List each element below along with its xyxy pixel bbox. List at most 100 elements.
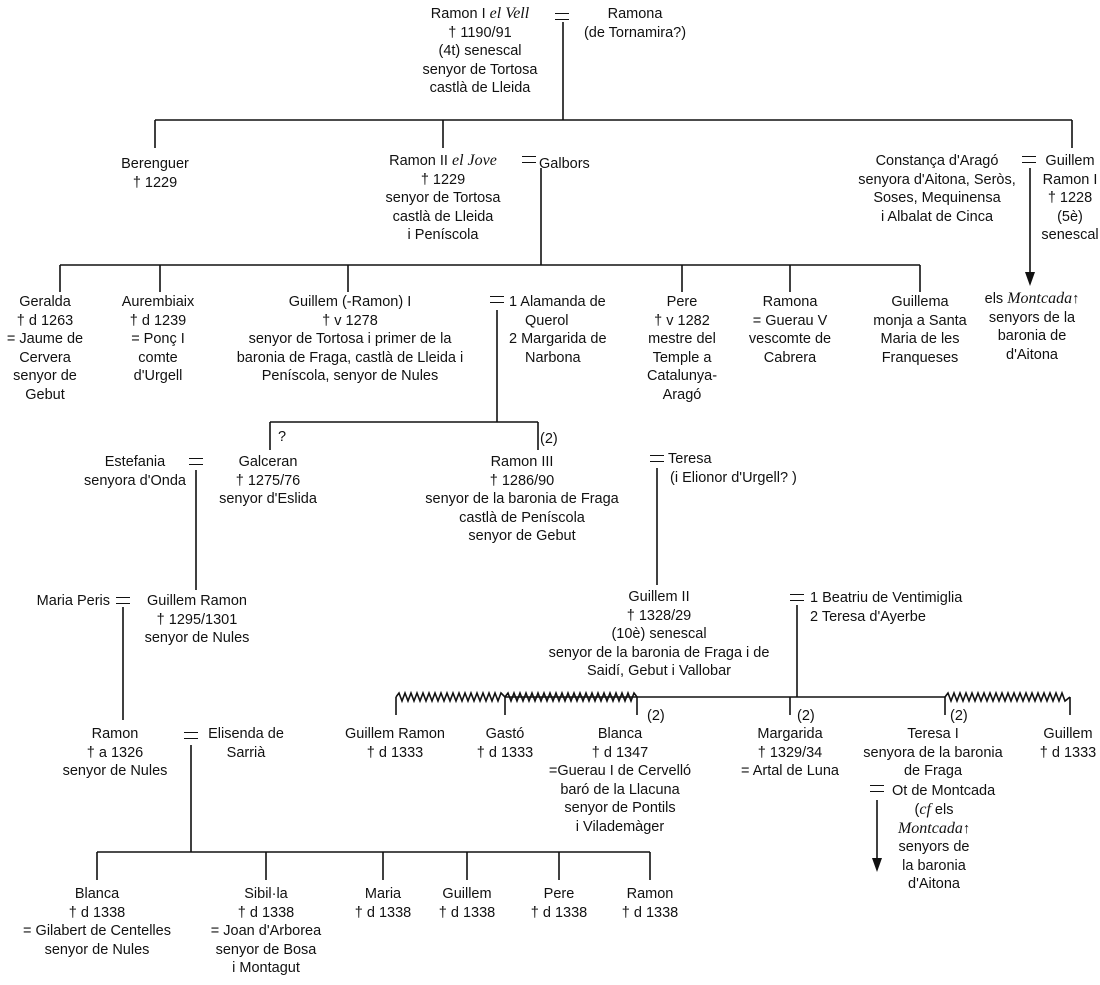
title-line: Aragó [662,386,702,403]
title-line: baronia de Fraga, castlà de Lleida i [236,349,464,366]
lineage-prefix: els [930,802,954,818]
person-name: Ramona [607,6,663,22]
lineage-montcada: els Montcada↑ senyors de la baronia de d… [972,290,1092,364]
person-galbors: Galbors [539,155,590,174]
person-name: Berenguer [121,156,189,172]
lineage-title: els Montcada↑ [972,290,1092,309]
person-name: Pere [666,294,698,310]
title-line: senyora d'Onda [84,472,186,489]
person-name: Sibil·la [244,886,288,902]
marriage-sign [790,594,804,601]
cf-abbrev: cf [919,801,931,818]
person-margarida: Margarida † 1329/34 = Artal de Luna [725,725,855,781]
person-name: Gastó [485,726,525,742]
person-pere: Pere † v 1282 mestre del Temple a Catalu… [632,293,732,404]
title-line: castlà de Peníscola [459,509,585,526]
person-name: Ramona [762,294,818,310]
death-date: † d 1263 [16,312,74,329]
title-line: d'Urgell [133,368,183,384]
person-ramon3: Ramon † d 1338 [602,885,698,922]
death-date: † 1190/91 [448,24,512,41]
person-name: Ramon I el Vell [405,5,555,24]
death-date: † v 1278 [322,312,378,329]
marriage-sign [522,156,536,163]
wife-line: Narbona [525,349,581,366]
name-text: Ramon II [389,153,448,169]
death-date: † d 1333 [366,744,424,761]
title-line: Cabrera [763,349,817,366]
death-date: † d 1338 [237,904,295,921]
wives-list-2: 1 Beatriu de Ventimiglia 2 Teresa d'Ayer… [810,589,962,626]
person-ramon: Ramon † a 1326 senyor de Nules [50,725,180,781]
person-name: Constança d'Aragó [875,153,999,169]
person-guillema: Guillema monja a Santa Maria de les Fran… [855,293,985,367]
person-sibilla: Sibil·la † d 1338 = Joan d'Arborea senyo… [196,885,336,978]
spouse-line: = Joan d'Arborea [210,923,322,939]
person-blanca: Blanca † d 1347 =Guerau I de Cervelló ba… [540,725,700,836]
marriage-number-mark: (2) [540,431,558,447]
title-line: d'Aitona [1006,346,1058,363]
person-note: (de Tornamira?) [583,24,687,41]
lineage-name: Montcada [897,819,963,837]
wife-line: 2 Margarida de [509,331,607,347]
marriage-sign [870,785,884,792]
person-maria-peris: Maria Peris [10,592,110,611]
marriage-sign [1022,156,1036,163]
person-teresa-i: Teresa I senyora de la baronia de Fraga [856,725,1010,781]
person-name: Maria [364,886,402,902]
title-line: i Montagut [232,960,300,976]
person-name: Sarrià [226,744,266,761]
wife-line: 2 Teresa d'Ayerbe [810,608,926,625]
lineage-title: Montcada↑ [884,820,984,839]
title-line: senyor de Nules [44,941,150,958]
title-line: baró de la Llacuna [560,781,680,798]
title-line: (5è) [1057,208,1083,225]
person-elisenda: Elisenda de Sarrià [196,725,296,762]
person-ramon-ii: Ramon II el Jove † 1229 senyor de Tortos… [365,152,521,245]
wife-line: 1 Beatriu de Ventimiglia [810,590,963,606]
person-name: Teresa I [907,726,959,742]
title-line: Maria de les [880,331,960,347]
spouse-line: = Guerau V [752,312,828,329]
title-line: castlà de Lleida [392,208,494,225]
person-name: Guillem (-Ramon) I [288,294,412,310]
person-guillem-ii: Guillem II † 1328/29 (10è) senescal seny… [525,588,793,681]
death-date: † d 1338 [621,904,679,921]
person-name: Teresa [668,451,712,467]
title-line: senyor d'Eslida [219,491,317,507]
person-name: Geralda [19,294,71,310]
person-guillem-ramon-i2: Guillem (-Ramon) I † v 1278 senyor de To… [222,293,478,386]
death-date: † 1329/34 [757,744,823,761]
title-line: senyor de [13,368,77,384]
death-date: † d 1239 [129,312,187,329]
person-guillem-ramon-i: Guillem Ramon I † 1228 (5è) senescal [1040,152,1100,245]
title-line: senyor de Tortosa i primer de la [248,331,452,347]
title-line: senyors de la [988,309,1076,326]
person-name: Guillem [1043,726,1093,742]
person-blanca2: Blanca † d 1338 = Gilabert de Centelles … [2,885,192,959]
title-line: castlà de Lleida [429,80,531,96]
person-name: Guillem [1045,153,1095,169]
person-guillem3: Guillem † d 1338 [422,885,512,922]
person-name: Galceran [238,454,298,470]
marriage-sign [555,13,569,20]
death-date: † 1275/76 [235,472,301,489]
wife-line: Querol [525,312,569,329]
person-maria: Maria † d 1338 [338,885,428,922]
person-guillem: Guillem † d 1333 [1036,725,1100,762]
arrow-down-icon [872,858,882,872]
wife-line: 1 Alamanda de [509,294,606,310]
title-line: (4t) senescal [438,43,522,59]
person-note: (i Elionor d'Urgell? ) [670,469,797,486]
title-line: i Peníscola [407,227,479,243]
person-name: Blanca [597,726,643,742]
dagger-icon: ↑ [962,820,971,837]
death-date: † d 1338 [438,904,496,921]
death-date: † a 1326 [86,744,144,761]
lineage-ref: (cf els [884,801,984,820]
title-line: senyor de Pontils [564,800,676,816]
dagger-icon: ↑ [1072,291,1080,307]
death-date: † 1229 [132,174,178,191]
person-name: Maria Peris [36,593,110,609]
spouse-line: = Artal de Luna [741,763,839,779]
